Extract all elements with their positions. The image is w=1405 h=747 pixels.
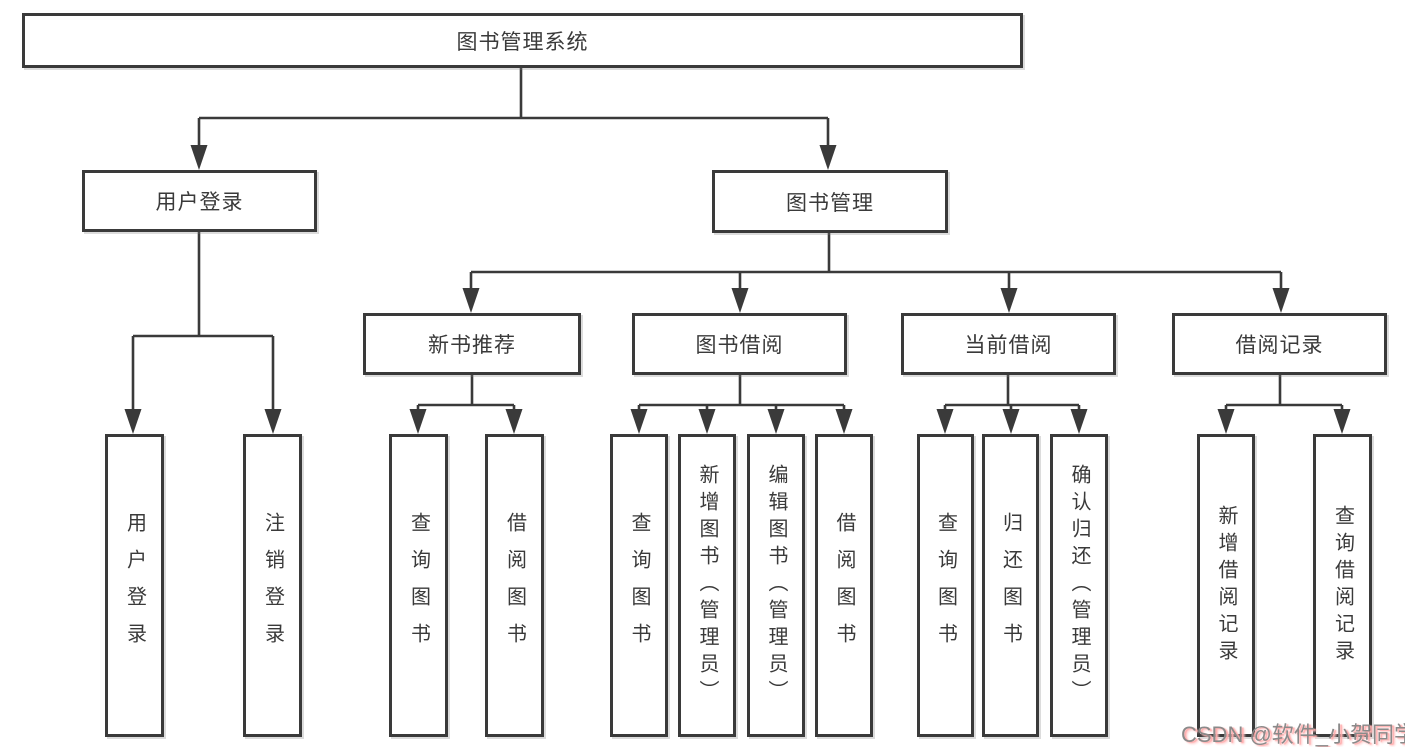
node-current-borrow: 当前借阅 bbox=[901, 313, 1116, 375]
node-borrow-records: 借阅记录 bbox=[1172, 313, 1387, 375]
leaf-recommend-query-books: 查询图书 bbox=[389, 434, 448, 737]
leaf-logout-label: 注销登录 bbox=[261, 511, 284, 660]
leaf-add-borrow-record-label: 新增借阅记录 bbox=[1215, 504, 1237, 667]
leaf-borrow-books: 借阅图书 bbox=[815, 434, 873, 737]
leaf-recommend-borrow-books: 借阅图书 bbox=[485, 434, 544, 737]
leaf-edit-book-admin: 编辑图书（管理员） bbox=[747, 434, 805, 737]
leaf-confirm-return-admin: 确认归还（管理员） bbox=[1050, 434, 1108, 737]
arrowheads bbox=[124, 145, 1351, 434]
node-user-login: 用户登录 bbox=[82, 170, 317, 232]
leaf-borrow-query-books: 查询图书 bbox=[610, 434, 668, 737]
node-book-borrow: 图书借阅 bbox=[632, 313, 847, 375]
leaf-borrow-query-books-label: 查询图书 bbox=[628, 511, 650, 660]
leaf-return-book-label: 归还图书 bbox=[999, 511, 1022, 660]
node-book-management: 图书管理 bbox=[712, 170, 948, 233]
leaf-user-login-label: 用户登录 bbox=[123, 511, 146, 660]
node-new-book-recommend: 新书推荐 bbox=[363, 313, 581, 375]
leaf-logout: 注销登录 bbox=[243, 434, 302, 737]
leaf-recommend-borrow-books-label: 借阅图书 bbox=[503, 511, 526, 660]
leaf-query-borrow-record: 查询借阅记录 bbox=[1313, 434, 1372, 737]
leaf-current-query-books: 查询图书 bbox=[917, 434, 974, 737]
leaf-return-book: 归还图书 bbox=[982, 434, 1039, 737]
leaf-confirm-return-admin-label: 确认归还（管理员） bbox=[1068, 464, 1090, 707]
leaf-query-borrow-record-label: 查询借阅记录 bbox=[1331, 504, 1354, 667]
leaf-add-book-admin: 新增图书（管理员） bbox=[678, 434, 736, 737]
leaf-add-book-admin-label: 新增图书（管理员） bbox=[696, 464, 718, 707]
leaf-edit-book-admin-label: 编辑图书（管理员） bbox=[765, 464, 787, 707]
node-root-system: 图书管理系统 bbox=[22, 13, 1023, 68]
leaf-user-login: 用户登录 bbox=[105, 434, 164, 737]
leaf-current-query-books-label: 查询图书 bbox=[934, 511, 957, 660]
leaf-recommend-query-books-label: 查询图书 bbox=[407, 511, 430, 660]
leaf-add-borrow-record: 新增借阅记录 bbox=[1197, 434, 1255, 737]
watermark: CSDN @软件_小贺同学 bbox=[1181, 722, 1405, 747]
leaf-borrow-books-label: 借阅图书 bbox=[833, 511, 855, 660]
